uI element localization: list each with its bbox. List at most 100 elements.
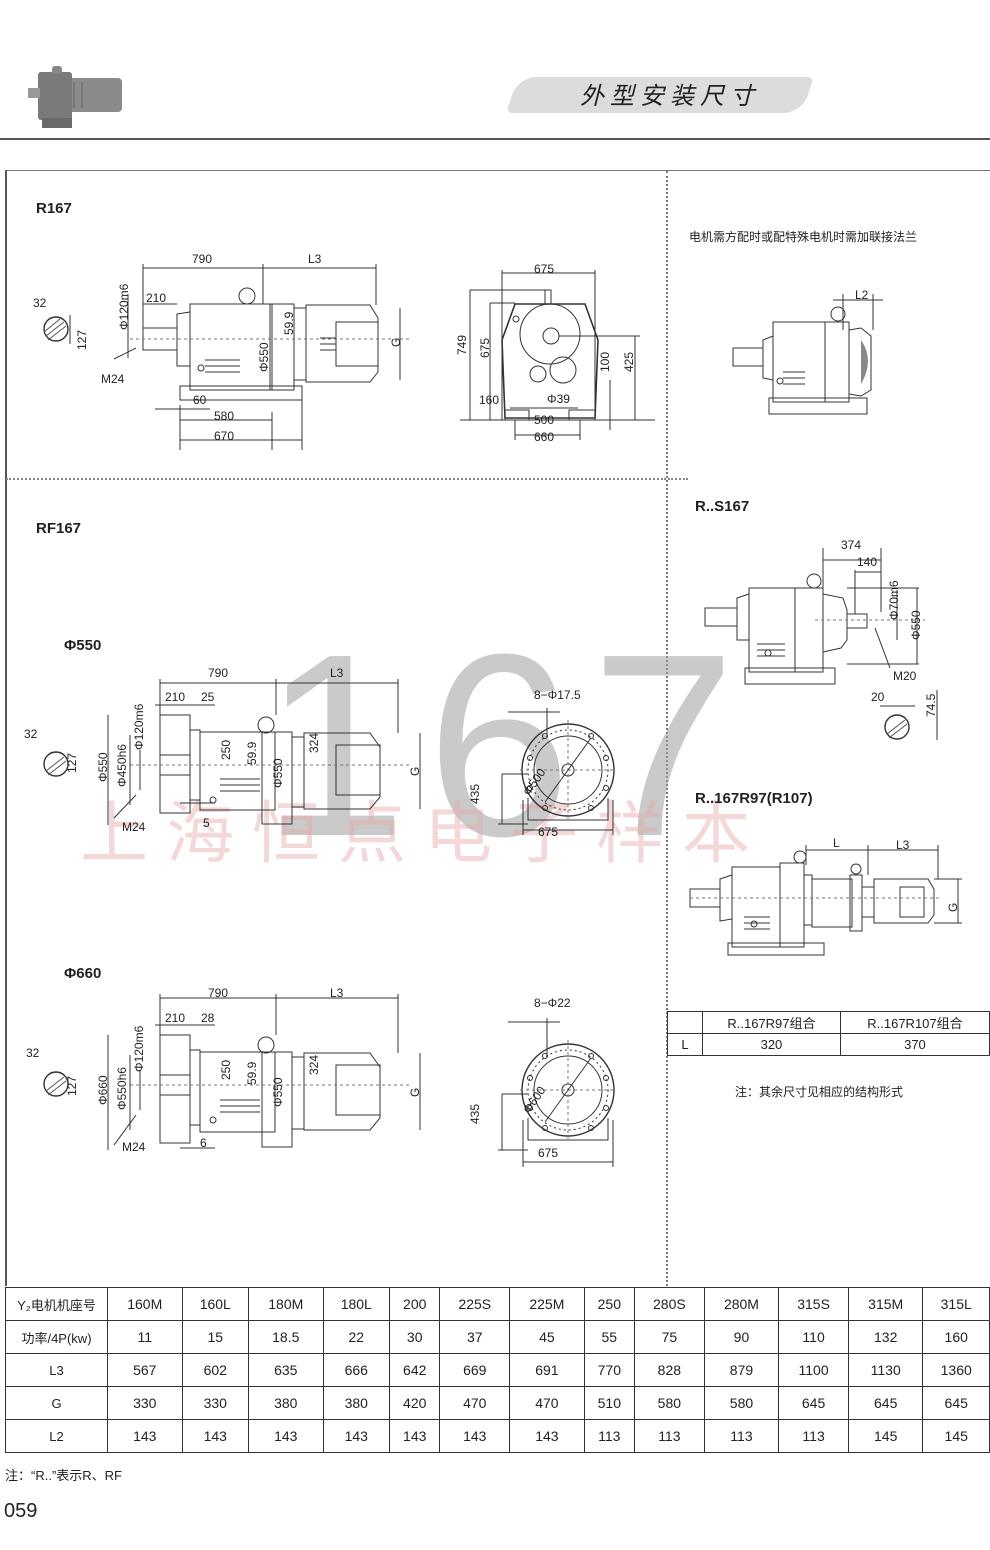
r167-dim-790: 790 <box>192 252 213 266</box>
table-cell: 315S <box>778 1287 849 1321</box>
table-cell: 828 <box>634 1353 705 1387</box>
rf167-550-dim-l3: L3 <box>330 666 344 680</box>
table-cell: 280S <box>634 1287 705 1321</box>
table-cell: 666 <box>322 1353 391 1387</box>
r167-dim-shaft-dia: Φ120m6 <box>117 283 131 330</box>
table-header: R..167R97组合 <box>702 1011 841 1034</box>
rs167-dim-374: 374 <box>841 538 862 552</box>
table-header: R..167R107组合 <box>839 1011 990 1034</box>
rs167-label: R..S167 <box>695 498 750 515</box>
table-cell: 90 <box>703 1320 780 1354</box>
drawing-frame <box>5 170 990 1286</box>
r167-dim-59-9: 59.9 <box>282 311 296 335</box>
page-title: 外型安装尺寸 <box>580 82 760 110</box>
rf167-550-end-435: 435 <box>468 783 482 804</box>
vertical-dotted-divider <box>666 171 668 1286</box>
rf167-660-dim-550: Φ550 <box>271 1077 285 1107</box>
rs167-dim-shaft-dia: Φ70m6 <box>887 580 901 620</box>
r167-dim-g: G <box>389 337 403 347</box>
table-cell: 15 <box>181 1320 250 1354</box>
table-cell: 330 <box>181 1386 250 1420</box>
rf167-660-dim-thread: M24 <box>122 1140 146 1154</box>
table-cell <box>667 1011 703 1034</box>
r167-dim-flange: Φ550 <box>257 342 271 372</box>
table-cell: 580 <box>703 1386 780 1420</box>
table-cell: 143 <box>439 1419 511 1453</box>
watermark-number: 167 <box>262 601 756 891</box>
r167r97-dim-g: G <box>946 902 960 912</box>
horizontal-dotted-divider-right <box>668 478 688 480</box>
table-cell: 11 <box>107 1320 183 1354</box>
rs167-drawing <box>704 548 938 740</box>
table-cell: 470 <box>439 1386 511 1420</box>
table-cell: 113 <box>778 1419 849 1453</box>
r167-dim-thread: M24 <box>101 372 125 386</box>
r167r97-drawing <box>689 845 962 956</box>
r167-end-749: 749 <box>455 334 469 355</box>
r167-end-425: 425 <box>622 351 636 372</box>
r167-end-675-top: 675 <box>534 262 555 276</box>
rf167-550-dim-324: 324 <box>307 732 321 753</box>
table-cell: 55 <box>583 1320 636 1354</box>
table-cell: 330 <box>107 1386 183 1420</box>
table-cell: 143 <box>322 1419 391 1453</box>
rf167-phi660-label: Φ660 <box>64 965 102 982</box>
table-header-row: R..167R97组合 R..167R107组合 <box>667 1011 990 1034</box>
table-cell: 143 <box>107 1419 183 1453</box>
rs167-key-width: 20 <box>871 690 885 704</box>
table-cell: 669 <box>439 1353 511 1387</box>
rf167-550-key-height: 127 <box>65 752 79 773</box>
r167r97-note: 注：其余尺寸见相应的结构形式 <box>735 1085 904 1099</box>
table-cell: 143 <box>509 1419 585 1453</box>
page-number: 059 <box>4 1500 38 1522</box>
table-cell: 420 <box>389 1386 441 1420</box>
table-cell: 160L <box>181 1287 250 1321</box>
table-cell: 280M <box>703 1287 780 1321</box>
row-header: Y₂电机机座号 <box>5 1287 108 1321</box>
table-cell: 113 <box>703 1419 780 1453</box>
rs167-key-height: 74.5 <box>924 693 938 717</box>
row-header: L2 <box>5 1419 108 1453</box>
table-cell: 567 <box>107 1353 183 1387</box>
r167-end-160: 160 <box>479 393 500 407</box>
rf167-660-dim-shaft-dia: Φ120m6 <box>132 1025 146 1072</box>
rf167-550-dim-spigot: Φ450h6 <box>115 744 129 787</box>
table-cell: 1360 <box>922 1353 990 1387</box>
rf167-550-dim-210: 210 <box>165 690 186 704</box>
table-cell: 37 <box>439 1320 511 1354</box>
rf167-phi660-end-drawing <box>498 1018 616 1167</box>
rf167-phi660-side-drawing <box>43 994 421 1150</box>
rf167-550-key-width: 32 <box>24 727 38 741</box>
table-cell: 645 <box>778 1386 849 1420</box>
r167-side-drawing <box>43 264 410 450</box>
table-cell: 645 <box>922 1386 990 1420</box>
combination-length-table: R..167R97组合 R..167R107组合 L 320 370 <box>667 1011 990 1056</box>
table-cell: 113 <box>634 1419 705 1453</box>
rf167-660-dim-spigot: Φ550h6 <box>115 1067 129 1110</box>
rf167-550-dim-250: 250 <box>219 739 233 760</box>
footer-note: 注：“R..”表示R、RF <box>5 1468 122 1483</box>
rf167-660-end-675: 675 <box>538 1146 559 1160</box>
table-cell: 143 <box>181 1419 250 1453</box>
table-cell: 580 <box>634 1386 705 1420</box>
table-cell: 143 <box>248 1419 324 1453</box>
rf167-660-dim-59-9: 59.9 <box>245 1061 259 1085</box>
r167-end-hole: Φ39 <box>547 392 570 406</box>
rf167-label: RF167 <box>36 520 82 537</box>
row-header: 功率/4P(kw) <box>5 1320 108 1354</box>
rs167-dim-140: 140 <box>857 555 878 569</box>
rf167-660-dim-28: 28 <box>201 1011 215 1025</box>
rf167-550-dim-thread: M24 <box>122 820 146 834</box>
table-cell: 602 <box>181 1353 250 1387</box>
rf167-660-key-width: 32 <box>26 1046 40 1060</box>
rf167-660-dim-210: 210 <box>165 1011 186 1025</box>
gear-motor-icon <box>28 66 122 128</box>
table-cell: 225S <box>439 1287 511 1321</box>
table-cell: 770 <box>583 1353 636 1387</box>
table-cell: 510 <box>583 1386 636 1420</box>
table-row: L 320 370 <box>667 1033 990 1056</box>
table-cell: 642 <box>389 1353 441 1387</box>
rs167-dim-thread: M20 <box>893 669 917 683</box>
row-header: L3 <box>5 1353 108 1387</box>
table-cell: 315M <box>847 1287 924 1321</box>
